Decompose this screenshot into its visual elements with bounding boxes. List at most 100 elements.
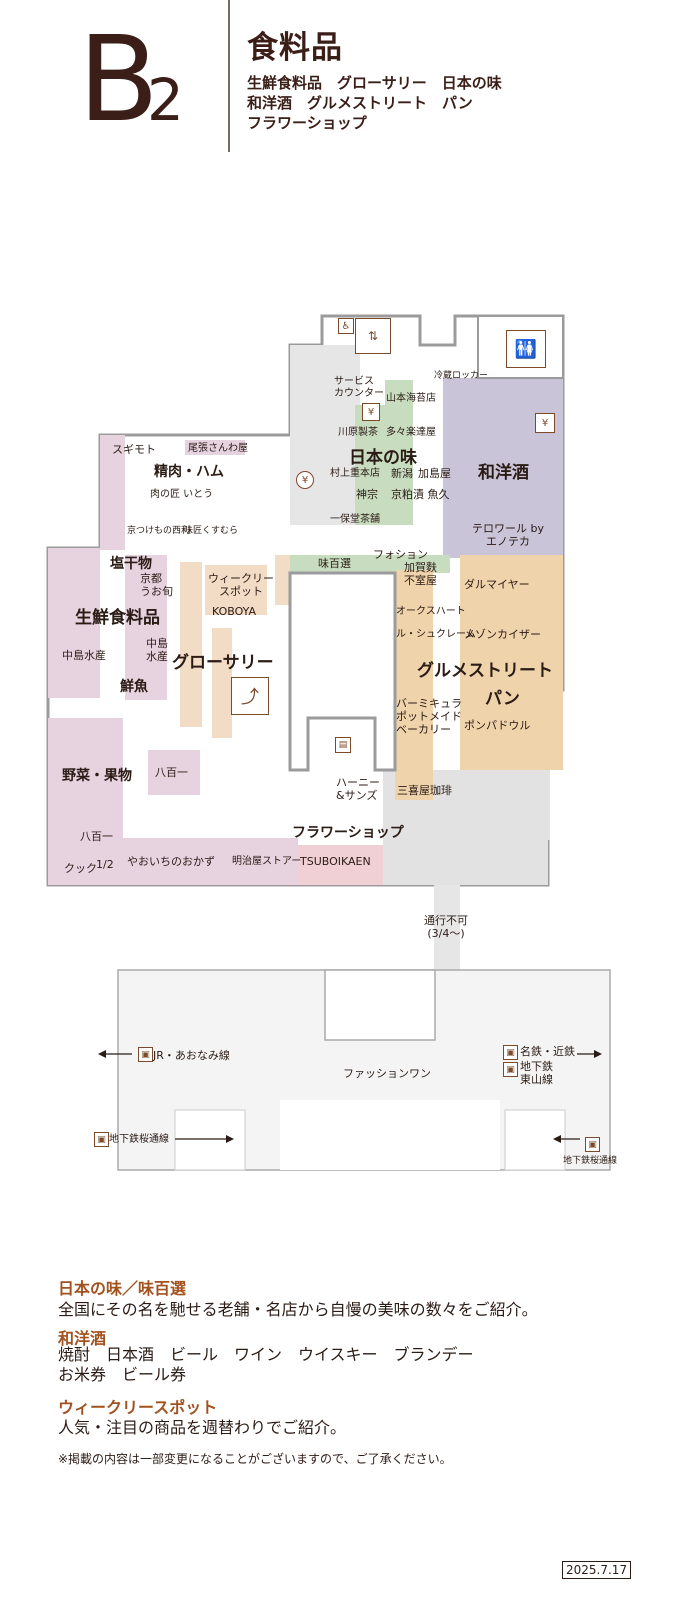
shop-ippodo: 一保堂茶舗 [330,514,380,525]
stairs-left [174,1109,246,1171]
gourmet-zone [460,555,563,770]
yen-atm-icon: ¥ [535,413,555,433]
shop-owari-sanwa: 尾張さんわ屋 [188,443,248,454]
shop-tsuboikaen: TSUBOIKAEN [300,855,371,868]
shop-yaoichi-okazu: やおいちのおかず [127,855,215,868]
shop-vermicular: バーミキュラ ポットメイド ベーカリー [396,697,462,736]
fresh-zone-2 [100,435,125,550]
subway-sakura-left-label: 地下鉄桜通線 [109,1134,169,1145]
owari-zone [185,440,245,455]
train-icon: ▣ [503,1062,518,1077]
shop-koboya: KOBOYA [212,605,257,618]
weekly-zone [205,565,267,615]
shop-meijiya: 明治屋ストアー [232,856,302,867]
shop-le-sucre-creme: ル・シュクレーム [396,629,476,640]
grocery-shelf-1 [180,562,202,727]
info-heading-weekly: ウィークリースポット [58,1398,218,1417]
info-heading-liquor: 和洋酒 [58,1329,107,1348]
zone-japanese-taste: 日本の味 [349,448,417,468]
shop-dalmayr: ダルマイヤー [464,578,530,591]
central-void [288,571,397,772]
shop-jinso: 神宗 [356,488,378,501]
floor-letter: B [78,10,159,148]
fresh-zone-3 [125,555,167,700]
subway-higashiyama-label: 地下鉄 東山線 [520,1060,553,1086]
shop-hachihyakuichi-2: 八百一 [80,830,113,843]
zone-vegetables: 野菜・果物 [62,768,132,784]
jr-aonami-label: JR・あおなみ線 [153,1049,230,1062]
shop-oaks-heart: オークスハート [396,606,466,617]
zone-meat-ham: 精肉・ハム [154,464,224,480]
restroom-icon: 🚻 [506,330,546,368]
shop-murakami-jubei: 村上重本店 [330,468,380,479]
concourse-block [324,969,436,1041]
fashion-one-label: ファッションワン [343,1067,431,1080]
zone-liquor: 和洋酒 [478,463,529,483]
gourmet-zone-2 [395,570,433,800]
shop-nakajima-suisan-right: 中島 水産 [146,637,168,663]
train-icon: ▣ [503,1045,518,1060]
shop-harney: ハーニー &サンズ [336,776,380,802]
closed-passage-label: 通行不可 (3/4～) [424,914,468,940]
closed-passage [434,885,460,970]
floor-map [46,314,611,1171]
category-line-1: 生鮮食料品 グローサリー 日本の味 [247,74,502,92]
flower-zone [298,845,383,885]
shop-ajikura: 味匠くすむら [184,526,239,536]
zone-bread: パン [485,689,520,709]
shop-maison-kayser: メゾンカイザー [464,628,541,641]
floor-number: 2 [147,66,184,134]
shop-sugimoto: スギモト [112,443,156,456]
train-icon: ▣ [585,1137,600,1152]
shop-kyoto-uojun: 京都 うお旬 [140,572,173,598]
zone-dried: 塩干物 [110,556,152,572]
shop-fumuroya: 加賀麩 不室屋 [404,561,437,587]
zone-grocery: グローサリー [172,653,274,673]
shop-hachihyakuichi: 八百一 [155,766,188,779]
shop-uokyu: 京粕漬 魚久 [391,488,450,501]
stairs-icon: ▤ [335,737,351,753]
ajihyakusen-zone [290,555,450,573]
zone-flower-shop: フラワーショップ [292,825,404,841]
concourse-center [280,1100,500,1170]
shop-pompadour: ポンパドウル [464,719,531,732]
shop-kawahara-seicha: 川原製茶 [338,427,378,438]
shop-weekly-spot: ウィークリー スポット [208,572,274,598]
japanese-zone-2 [355,405,413,525]
shop-tatamiya: 多々楽達屋 [386,427,436,438]
corridor [290,345,360,525]
zone-gourmet-street: グルメストリート [417,661,553,681]
shop-fauchon: フォション [373,548,428,561]
accessible-icon: ♿ [338,318,354,334]
zone-fresh-fish: 鮮魚 [120,679,148,695]
deli-zone [48,838,298,885]
category-line-3: フラワーショップ [247,114,367,132]
shop-kyotsukemono: 京つけもの西利 [127,526,191,536]
info-body-weekly: 人気・注目の商品を週替わりでご紹介。 [58,1418,347,1437]
floor-title: 食料品 [247,30,343,66]
yen-atm-icon: ¥ [362,403,380,421]
info-body-liquor: 焼酎 日本酒 ビール ワイン ウイスキー ブランデー お米券 ビール券 [58,1345,474,1384]
shop-cook-fraction: 1/2 [96,858,114,871]
vegetable-zone [48,718,123,838]
update-date: 2025.7.17 [562,1561,632,1579]
yen-atm-icon: ¥ [296,471,314,489]
shop-cook: クック [64,862,97,875]
shop-mikiya: 三喜屋珈琲 [397,784,452,797]
info-body-japanese: 全国にその名を馳せる老舗・名店から自慢の美味の数々をご紹介。 [58,1300,538,1319]
shop-niigata: 新潟 [391,467,413,480]
shop-terroir: テロワール by エノテカ [472,522,544,548]
shop-ajihyakusen: 味百選 [318,557,351,570]
shop-niku-no-takumi: 肉の匠 いとう [150,489,214,500]
header-divider [228,0,230,152]
shop-kajimaya: 加島屋 [418,467,451,480]
shop-yamamoto-noriten: 山本海苔店 [386,393,436,404]
grocery-shelf-2 [212,628,232,738]
shop-service-counter: サービス カウンター [334,376,384,399]
train-icon: ▣ [94,1132,109,1147]
liquor-zone [443,378,563,558]
notice-text: ※掲載の内容は一部変更になることがございますので、ご了承ください。 [58,1452,452,1466]
cold-locker: 冷蔵ロッカー [434,371,489,381]
subway-sakura-right-label: 地下鉄桜通線 [563,1156,618,1166]
escalator-icon: ⤴ [231,677,269,715]
